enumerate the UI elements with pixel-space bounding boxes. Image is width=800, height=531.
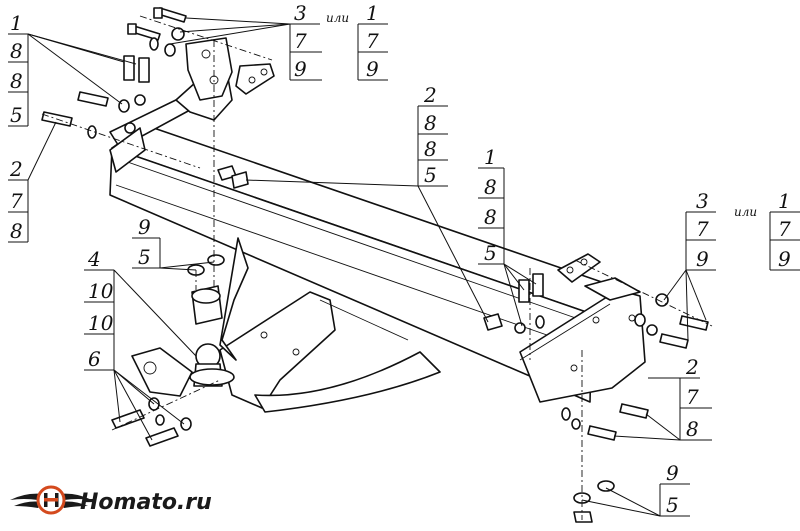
callout-label: 2: [423, 83, 437, 107]
callout-label: 8: [424, 111, 437, 135]
crossbar-tube: [109, 124, 626, 403]
wings-h-logo-icon: [10, 485, 92, 515]
callout-label: 8: [686, 417, 699, 441]
callout-right-bottom: 9 5: [666, 461, 679, 517]
callout-label: 5: [424, 163, 437, 187]
callout-label: 9: [366, 57, 379, 81]
callout-label: 10: [88, 279, 114, 303]
callout-label: 7: [366, 29, 379, 53]
callout-label: 4: [87, 247, 101, 271]
callout-right-bolt: 3 или 7 9 1 7 9: [696, 189, 791, 271]
callout-label: 10: [88, 311, 114, 335]
callout-label: 1: [484, 145, 497, 169]
left-bracket: [109, 37, 233, 173]
callout-label: 8: [424, 137, 437, 161]
callout-left-mid: 2 7 8: [9, 157, 23, 243]
callout-label: 2: [685, 355, 699, 379]
fasteners: [41, 7, 709, 523]
callout-label: 5: [666, 493, 679, 517]
callout-label: 7: [778, 217, 791, 241]
callout-label: 5: [10, 103, 23, 127]
callout-label: 7: [686, 385, 699, 409]
callout-label: 9: [666, 461, 679, 485]
callout-label: 8: [10, 219, 23, 243]
callout-label: 5: [138, 245, 151, 269]
callout-label: 7: [10, 189, 23, 213]
callout-label: 8: [484, 175, 497, 199]
callout-label: 1: [366, 1, 379, 25]
right-bracket: [519, 277, 646, 403]
callout-top-left: 1 8 8 5: [10, 11, 23, 127]
ball-mount-arm: [219, 237, 441, 413]
callout-top-bolt: 3 или 7 9 1 7 9: [294, 1, 379, 81]
callout-left-bottom: 4 10 10 6: [87, 247, 114, 371]
callout-label: 5: [484, 241, 497, 265]
callout-label: 8: [10, 69, 23, 93]
callout-label: 9: [294, 57, 307, 81]
callout-label: 8: [10, 39, 23, 63]
callout-label: 1: [10, 11, 23, 35]
callout-label: 7: [294, 29, 307, 53]
logo-text: Homato.ru: [80, 490, 212, 515]
callout-label: 6: [88, 347, 101, 371]
callout-label: 3: [696, 189, 709, 213]
callout-label: 9: [778, 247, 791, 271]
leader-lines: [8, 17, 800, 517]
callout-label: 2: [9, 157, 23, 181]
callout-label: 9: [696, 247, 709, 271]
callout-label: 8: [484, 205, 497, 229]
tow-ball: [131, 285, 235, 397]
callout-mid-center: 2 8 8 5: [423, 83, 437, 187]
homato-logo: Homato.ru: [10, 485, 212, 515]
callout-label: 1: [778, 189, 791, 213]
or-word: или: [734, 205, 757, 219]
callout-left-ball: 9 5: [138, 215, 151, 269]
callout-label: 7: [696, 217, 709, 241]
assembly-axes: [41, 15, 713, 520]
callout-right-lower: 2 7 8: [685, 355, 699, 441]
or-word: или: [326, 11, 349, 25]
callout-label: 9: [138, 215, 151, 239]
callout-label: 3: [294, 1, 307, 25]
callout-mid-right: 1 8 8 5: [484, 145, 497, 265]
